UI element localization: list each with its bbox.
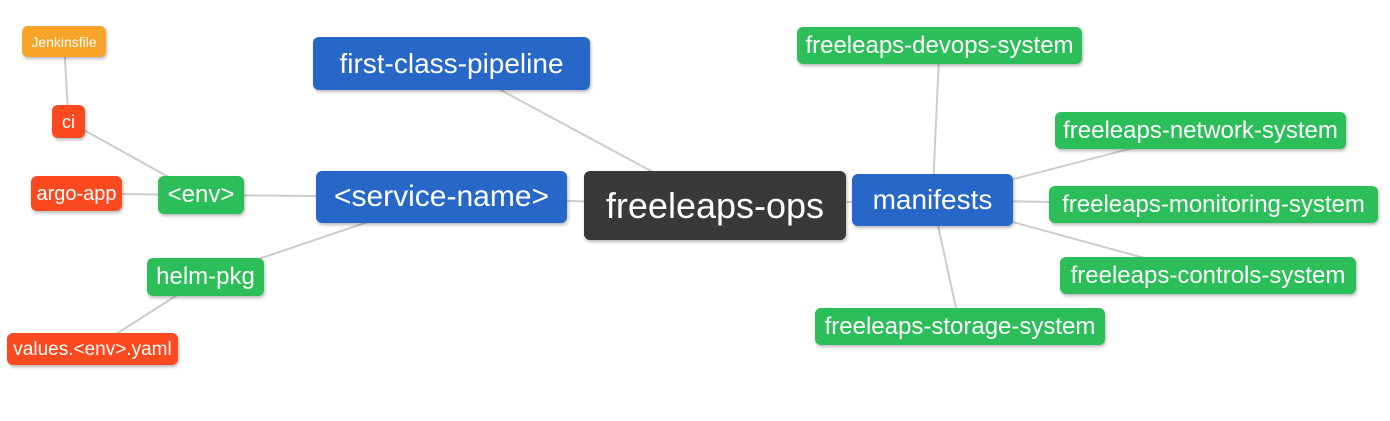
node-freeleaps-monitoring-system[interactable]: freeleaps-monitoring-system xyxy=(1049,186,1378,223)
node-ci[interactable]: ci xyxy=(52,105,85,138)
node-freeleaps-controls-system[interactable]: freeleaps-controls-system xyxy=(1060,257,1356,294)
node-manifests[interactable]: manifests xyxy=(852,174,1013,226)
node-freeleaps-storage-system[interactable]: freeleaps-storage-system xyxy=(815,308,1105,345)
node-freeleaps-network-system[interactable]: freeleaps-network-system xyxy=(1055,112,1346,149)
node-values-env-yaml[interactable]: values.<env>.yaml xyxy=(7,333,178,365)
node-first-class-pipeline[interactable]: first-class-pipeline xyxy=(313,37,590,90)
node-argo-app[interactable]: argo-app xyxy=(31,176,122,211)
node-helm-pkg[interactable]: helm-pkg xyxy=(147,258,264,296)
node-freeleaps-devops-system[interactable]: freeleaps-devops-system xyxy=(797,27,1082,64)
node-service-name[interactable]: <service-name> xyxy=(316,171,567,223)
node-env[interactable]: <env> xyxy=(158,176,244,214)
node-jenkinsfile[interactable]: Jenkinsfile xyxy=(22,26,106,57)
node-freeleaps-ops[interactable]: freeleaps-ops xyxy=(584,171,846,240)
